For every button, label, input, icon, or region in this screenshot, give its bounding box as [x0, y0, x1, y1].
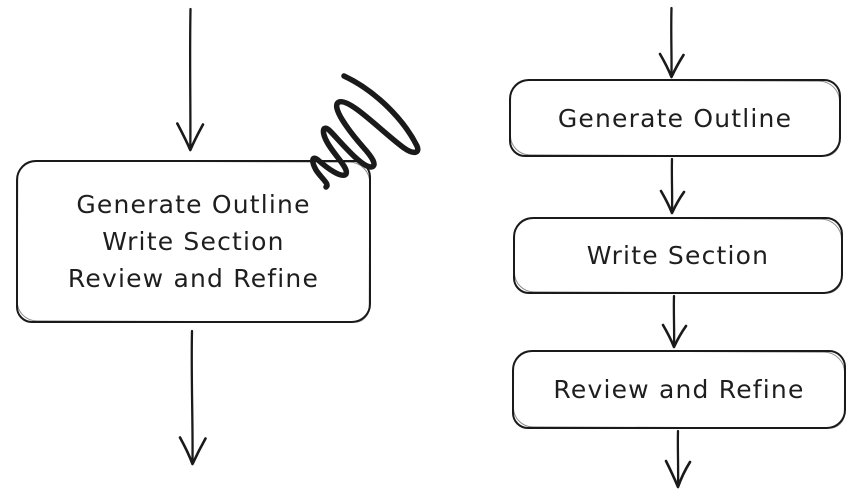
node-line-review-refine: Review and Refine [67, 264, 320, 293]
arrow-generate-to-write [659, 157, 686, 215]
node-write-section: Write Section [513, 217, 843, 294]
arrow-into-combined-node [176, 7, 205, 152]
node-label: Generate Outline [557, 103, 793, 133]
node-review-and-refine: Review and Refine [512, 350, 846, 429]
node-line-write-section: Write Section [102, 227, 285, 256]
node-label: Review and Refine [553, 375, 805, 404]
arrow-write-to-review [661, 294, 688, 349]
arrow-into-generate-outline [658, 6, 685, 79]
arrow-out-of-combined-node [178, 329, 207, 466]
node-combined-steps: Generate Outline Write Section Review an… [16, 160, 371, 323]
node-generate-outline: Generate Outline [509, 79, 841, 157]
arrow-out-of-review [664, 429, 692, 489]
node-line-generate-outline: Generate Outline [76, 190, 311, 219]
node-label: Write Section [586, 241, 770, 270]
